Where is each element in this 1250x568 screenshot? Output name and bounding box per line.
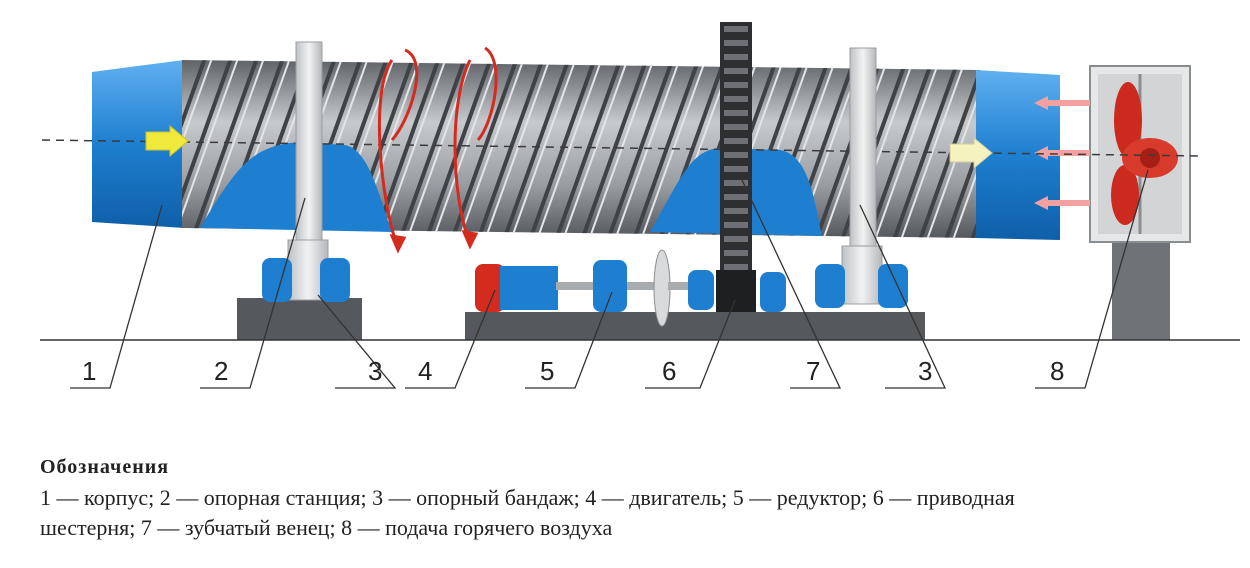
- spiral-flight: [866, 60, 935, 238]
- spiral-highlight: [952, 60, 980, 238]
- callout-1: 1: [82, 356, 96, 386]
- hot-air-arrows: [1034, 96, 1090, 210]
- rotation-arrows: [377, 46, 498, 254]
- spiral-highlight: [510, 60, 577, 238]
- gear-tooth: [724, 250, 748, 256]
- gear-tooth: [724, 222, 748, 228]
- gear-tooth: [724, 54, 748, 60]
- gear-tooth: [724, 96, 748, 102]
- callout-4: 4: [418, 356, 432, 386]
- spiral-highlight: [458, 60, 525, 238]
- spiral-highlight: [484, 60, 551, 238]
- leader-lines: [70, 169, 1149, 389]
- legend-line-2: шестерня; 7 — зубчатый венец; 8 — подача…: [40, 515, 613, 540]
- spiral-flight: [502, 60, 571, 238]
- callout-6: 6: [662, 356, 676, 386]
- foundations: [40, 238, 1240, 341]
- gear-tooth: [724, 40, 748, 46]
- spiral-flight: [606, 60, 675, 238]
- drive-pinion: [716, 270, 756, 312]
- material-outlet-arrow: [949, 136, 993, 170]
- hot-air-fan: [1089, 65, 1191, 243]
- gear-tooth: [724, 208, 748, 214]
- gear-tooth: [724, 124, 748, 130]
- legend-line-1: 1 — корпус; 2 — опорная станция; 3 — опо…: [40, 485, 1015, 510]
- gear-tooth: [724, 110, 748, 116]
- outlet-shell: [976, 70, 1060, 240]
- callout-7: 7: [806, 356, 820, 386]
- callout-numbers: 1 2 3 4 5 6 7 3 8: [82, 356, 1064, 386]
- spiral-highlight: [432, 60, 499, 238]
- gear-tooth: [724, 194, 748, 200]
- pinion-bearings: [760, 272, 786, 312]
- gear-tooth: [724, 166, 748, 172]
- callout-3-right: 3: [918, 356, 932, 386]
- spiral-flight: [372, 60, 441, 238]
- legend-title: Обозначения: [40, 456, 170, 478]
- callout-8: 8: [1050, 356, 1064, 386]
- gear-tooth: [724, 138, 748, 144]
- gear-tooth: [724, 180, 748, 186]
- spiral-highlight: [874, 60, 941, 238]
- spiral-flight: [182, 60, 233, 238]
- spiral-highlight: [380, 60, 447, 238]
- spiral-flight: [528, 60, 597, 238]
- callout-3: 3: [368, 356, 382, 386]
- callout-2: 2: [214, 356, 228, 386]
- gear-tooth: [724, 264, 748, 270]
- gear-tooth: [724, 82, 748, 88]
- spiral-flight: [892, 60, 961, 238]
- gear-tooth: [724, 152, 748, 158]
- spiral-highlight: [182, 60, 239, 238]
- spiral-highlight: [182, 60, 213, 238]
- spiral-flight: [632, 60, 701, 238]
- callout-5: 5: [540, 356, 554, 386]
- spiral-flight: [190, 60, 259, 238]
- spiral-flight: [450, 60, 519, 238]
- spiral-flight: [424, 60, 493, 238]
- spiral-flight: [476, 60, 545, 238]
- girth-gear: [720, 22, 752, 287]
- spiral-highlight: [198, 60, 265, 238]
- axis-line: [41, 139, 1201, 157]
- spiral-flight: [580, 60, 649, 238]
- gear-tooth: [724, 236, 748, 242]
- rotary-dryer-diagram: 1 2 3 4 5 6 7 3 8: [40, 22, 1240, 389]
- spiral-flight: [554, 60, 623, 238]
- gearbox: [593, 249, 714, 327]
- spiral-highlight: [900, 60, 967, 238]
- spiral-flight: [398, 60, 467, 238]
- legend: Обозначения 1 — корпус; 2 — опорная стан…: [40, 456, 1240, 543]
- spiral-highlight: [562, 60, 629, 238]
- support-rollers-right: [815, 264, 908, 308]
- spiral-flight: [182, 60, 207, 238]
- spiral-highlight: [536, 60, 603, 238]
- inlet-shell: [92, 60, 184, 228]
- support-tyre-right: [841, 47, 883, 305]
- material-inlet-arrow: [145, 124, 189, 158]
- drum-shell: [182, 60, 980, 238]
- gear-tooth: [724, 26, 748, 32]
- spiral-highlight: [588, 60, 655, 238]
- support-tyre-left: [287, 41, 329, 301]
- motor: [475, 264, 596, 312]
- gear-tooth: [724, 68, 748, 74]
